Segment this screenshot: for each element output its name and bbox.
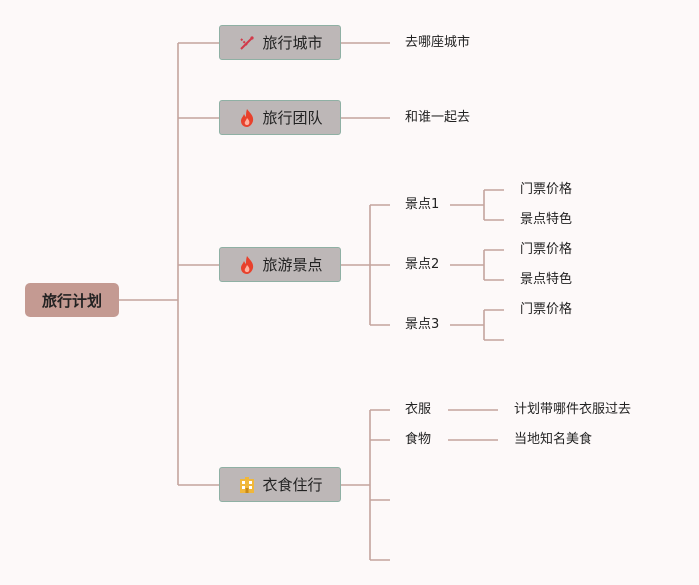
spot-1-detail-price[interactable]: 门票价格 bbox=[520, 182, 573, 197]
root-node[interactable]: 旅行计划 bbox=[25, 283, 119, 317]
need-food-label[interactable]: 食物 bbox=[405, 432, 432, 447]
fire-icon bbox=[237, 255, 257, 275]
spot-2-detail-feature[interactable]: 景点特色 bbox=[520, 272, 573, 287]
leaf-team[interactable]: 和谁一起去 bbox=[405, 110, 471, 125]
branch-node-needs[interactable]: 衣食住行 bbox=[219, 467, 341, 502]
root-label: 旅行计划 bbox=[41, 291, 102, 310]
spot-1-detail-feature[interactable]: 景点特色 bbox=[520, 212, 573, 227]
spot-3-detail-price[interactable]: 门票价格 bbox=[520, 302, 573, 317]
branch-label-spots: 旅游景点 bbox=[262, 256, 323, 274]
connector-spot-1-details bbox=[450, 189, 504, 221]
spot-2-label[interactable]: 景点2 bbox=[405, 257, 440, 272]
connector-spots-stem bbox=[340, 205, 371, 325]
branch-label-city: 旅行城市 bbox=[262, 34, 323, 52]
leaf-city[interactable]: 去哪座城市 bbox=[405, 35, 471, 50]
need-clothes-label[interactable]: 衣服 bbox=[405, 402, 432, 417]
need-clothes-detail[interactable]: 计划带哪件衣服过去 bbox=[514, 402, 632, 417]
branch-label-needs: 衣食住行 bbox=[262, 476, 323, 494]
need-food-detail[interactable]: 当地知名美食 bbox=[514, 432, 593, 447]
branch-node-spots[interactable]: 旅游景点 bbox=[219, 247, 341, 282]
branch-node-team[interactable]: 旅行团队 bbox=[219, 100, 341, 135]
spot-3-label[interactable]: 景点3 bbox=[405, 317, 440, 332]
connector-needs-stem bbox=[340, 410, 371, 560]
branch-node-city[interactable]: 旅行城市 bbox=[219, 25, 341, 60]
pencil-ruler-icon bbox=[237, 33, 257, 53]
fire-icon bbox=[237, 108, 257, 128]
branch-label-team: 旅行团队 bbox=[262, 109, 323, 127]
connector-spot-3-details bbox=[450, 309, 504, 341]
building-icon bbox=[237, 475, 257, 495]
connector-spot-2-details bbox=[450, 249, 504, 281]
spot-2-detail-price[interactable]: 门票价格 bbox=[520, 242, 573, 257]
spot-1-label[interactable]: 景点1 bbox=[405, 197, 440, 212]
